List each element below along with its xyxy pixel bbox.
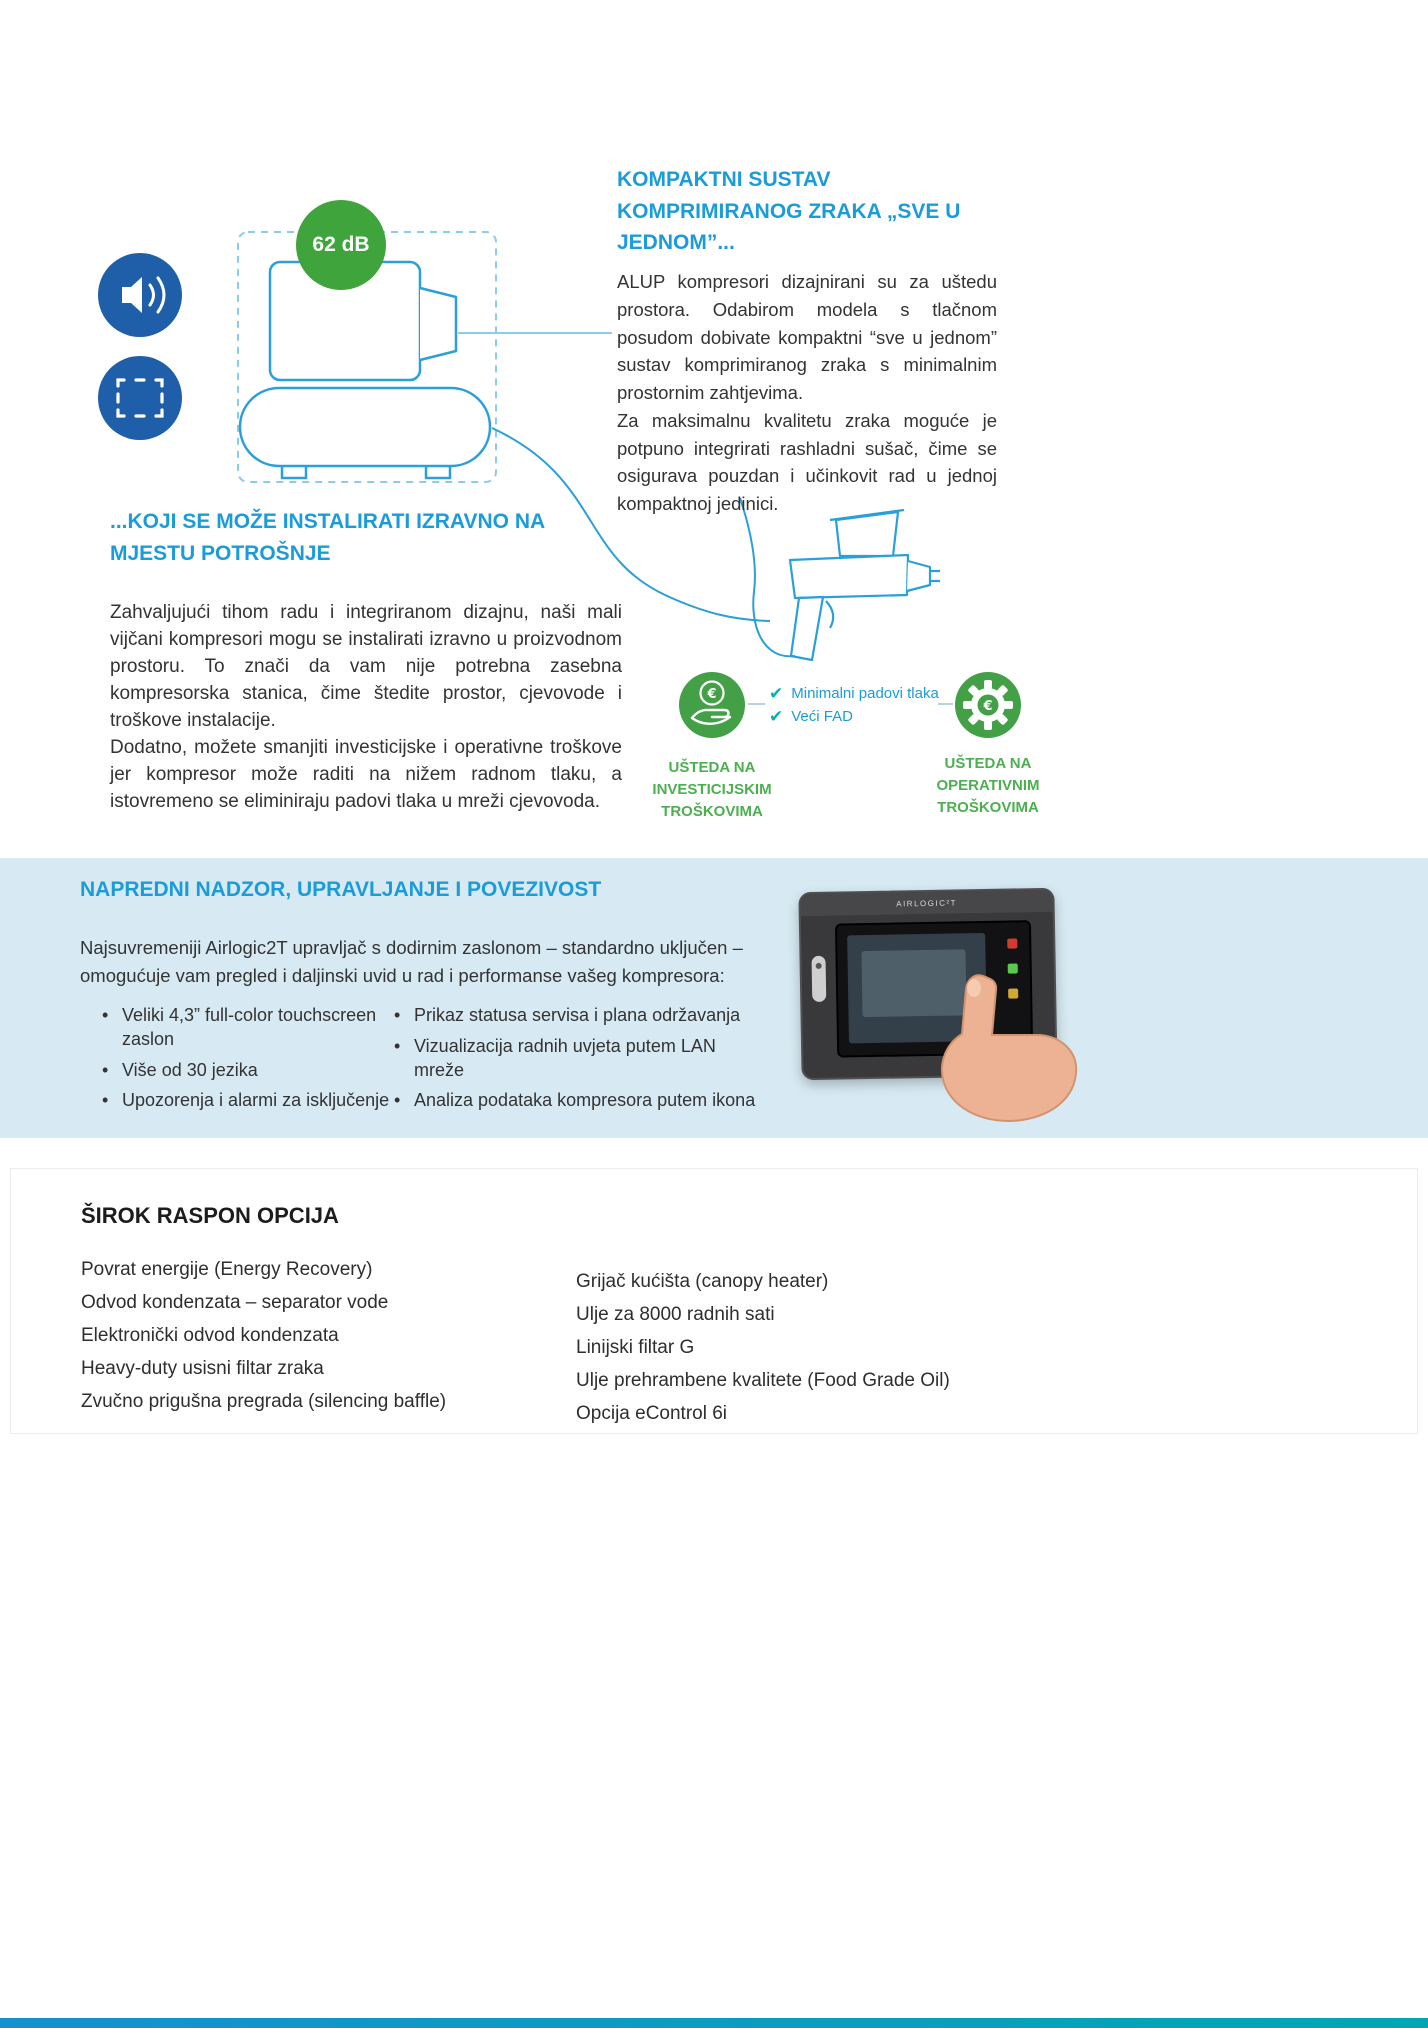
benefit-checklist: ✔ Minimalni padovi tlaka ✔ Veći FAD — [769, 682, 939, 728]
heading-options: ŠIROK RASPON OPCIJA — [81, 1203, 339, 1228]
check-label: Veći FAD — [791, 708, 853, 725]
monitoring-intro: Najsuvremeniji Airlogic2T upravljač s do… — [80, 937, 743, 986]
check-row-pressure-drops: ✔ Minimalni padovi tlaka — [769, 682, 939, 705]
option-item: Heavy-duty usisni filtar zraka — [81, 1358, 324, 1379]
noise-level-badge: 62 dB — [296, 200, 386, 290]
intro-right-copy: ALUP kompresori dizajnirani su za uštedu… — [617, 268, 997, 518]
option-item: Odvod kondenzata – separator vode — [81, 1292, 389, 1313]
option-item: Linijski filtar G — [576, 1337, 695, 1358]
checkmark-icon: ✔ — [769, 706, 784, 727]
pointing-hand — [941, 974, 1078, 1122]
check-row-fad: ✔ Veći FAD — [769, 705, 939, 728]
led-red — [1007, 938, 1018, 949]
bullet-item: Analiza podataka kompresora putem ikona — [392, 1089, 760, 1113]
bullet-item: Prikaz statusa servisa i plana održavanj… — [392, 1004, 760, 1028]
bullet-item: Upozorenja i alarmi za isključenje — [100, 1089, 390, 1113]
intro-left-copy: Zahvaljujući tihom radu i integriranom d… — [110, 600, 622, 816]
spray-gun-illustration — [739, 497, 940, 662]
option-item: Ulje za 8000 radnih sati — [576, 1304, 775, 1325]
monitoring-bullets-left: Veliki 4,3” full-color touchscreen zaslo… — [100, 1004, 390, 1120]
controller-brand-label: AIRLOGIC²T — [800, 889, 1053, 917]
bullet-item: Više od 30 jezika — [100, 1059, 390, 1083]
options-list-left: Povrat energije (Energy Recovery) Odvod … — [81, 1253, 446, 1418]
gear-euro-icon: € — [955, 672, 1021, 738]
label-operational-savings: UŠTEDA NA OPERATIVNIM TROŠKOVIMA — [936, 755, 1040, 816]
monitoring-bullets-right: Prikaz statusa servisa i plana održavanj… — [392, 1004, 760, 1120]
compressor-line-illustration — [237, 231, 953, 705]
label-investment-savings: UŠTEDA NA INVESTICIJSKIM TROŠKOVIMA — [652, 759, 772, 820]
option-item: Ulje prehrambene kvalitete (Food Grade O… — [576, 1370, 950, 1391]
intro-paragraph-2: Za maksimalnu kvalitetu zraka moguće je … — [617, 409, 997, 514]
bullet-item: Veliki 4,3” full-color touchscreen zaslo… — [100, 1004, 390, 1052]
option-item: Zvučno prigušna pregrada (silencing baff… — [81, 1391, 447, 1412]
heading-monitoring: NAPREDNI NADZOR, UPRAVLJANJE I POVEZIVOS… — [80, 878, 602, 901]
option-item: Opcija eControl 6i — [576, 1403, 728, 1424]
noise-level-value: 62 dB — [312, 233, 370, 256]
options-list-right: Grijač kućišta (canopy heater) Ulje za 8… — [576, 1265, 950, 1430]
heading-compact-system: KOMPAKTNI SUSTAV KOMPRIMIRANOG ZRAKA „SV… — [617, 168, 961, 254]
footer-accent-bar — [0, 2018, 1428, 2028]
speaker-icon — [122, 276, 166, 314]
heading-install-at-point-of-use: ...KOJI SE MOŽE INSTALIRATI IZRAVNO NA M… — [110, 510, 545, 565]
option-item: Povrat energije (Energy Recovery) — [81, 1259, 373, 1280]
monitoring-section: NAPREDNI NADZOR, UPRAVLJANJE I POVEZIVOS… — [0, 858, 1428, 1138]
svg-text:€: € — [982, 699, 992, 714]
option-item: Elektronički odvod kondenzata — [81, 1325, 339, 1346]
speaker-sound-icon — [98, 253, 182, 337]
controller-side-button — [811, 955, 827, 1003]
option-item: Grijač kućišta (canopy heater) — [576, 1271, 829, 1292]
intro-paragraph-1: ALUP kompresori dizajnirani su za uštedu… — [617, 271, 997, 403]
intro-paragraph-4: Dodatno, možete smanjiti investicijske i… — [110, 736, 622, 812]
dashed-frame-icon — [116, 378, 164, 418]
check-label: Minimalni padovi tlaka — [791, 685, 939, 702]
intro-paragraph-3: Zahvaljujući tihom radu i integriranom d… — [110, 602, 622, 731]
euro-savings-hand-icon: € — [679, 672, 745, 738]
checkmark-icon: ✔ — [769, 683, 784, 704]
compact-footprint-icon — [98, 356, 182, 440]
svg-text:€: € — [706, 687, 716, 702]
bullet-item: Vizualizacija radnih uvjeta putem LAN mr… — [392, 1035, 760, 1083]
options-section: ŠIROK RASPON OPCIJA Povrat energije (Ene… — [10, 1168, 1418, 1434]
